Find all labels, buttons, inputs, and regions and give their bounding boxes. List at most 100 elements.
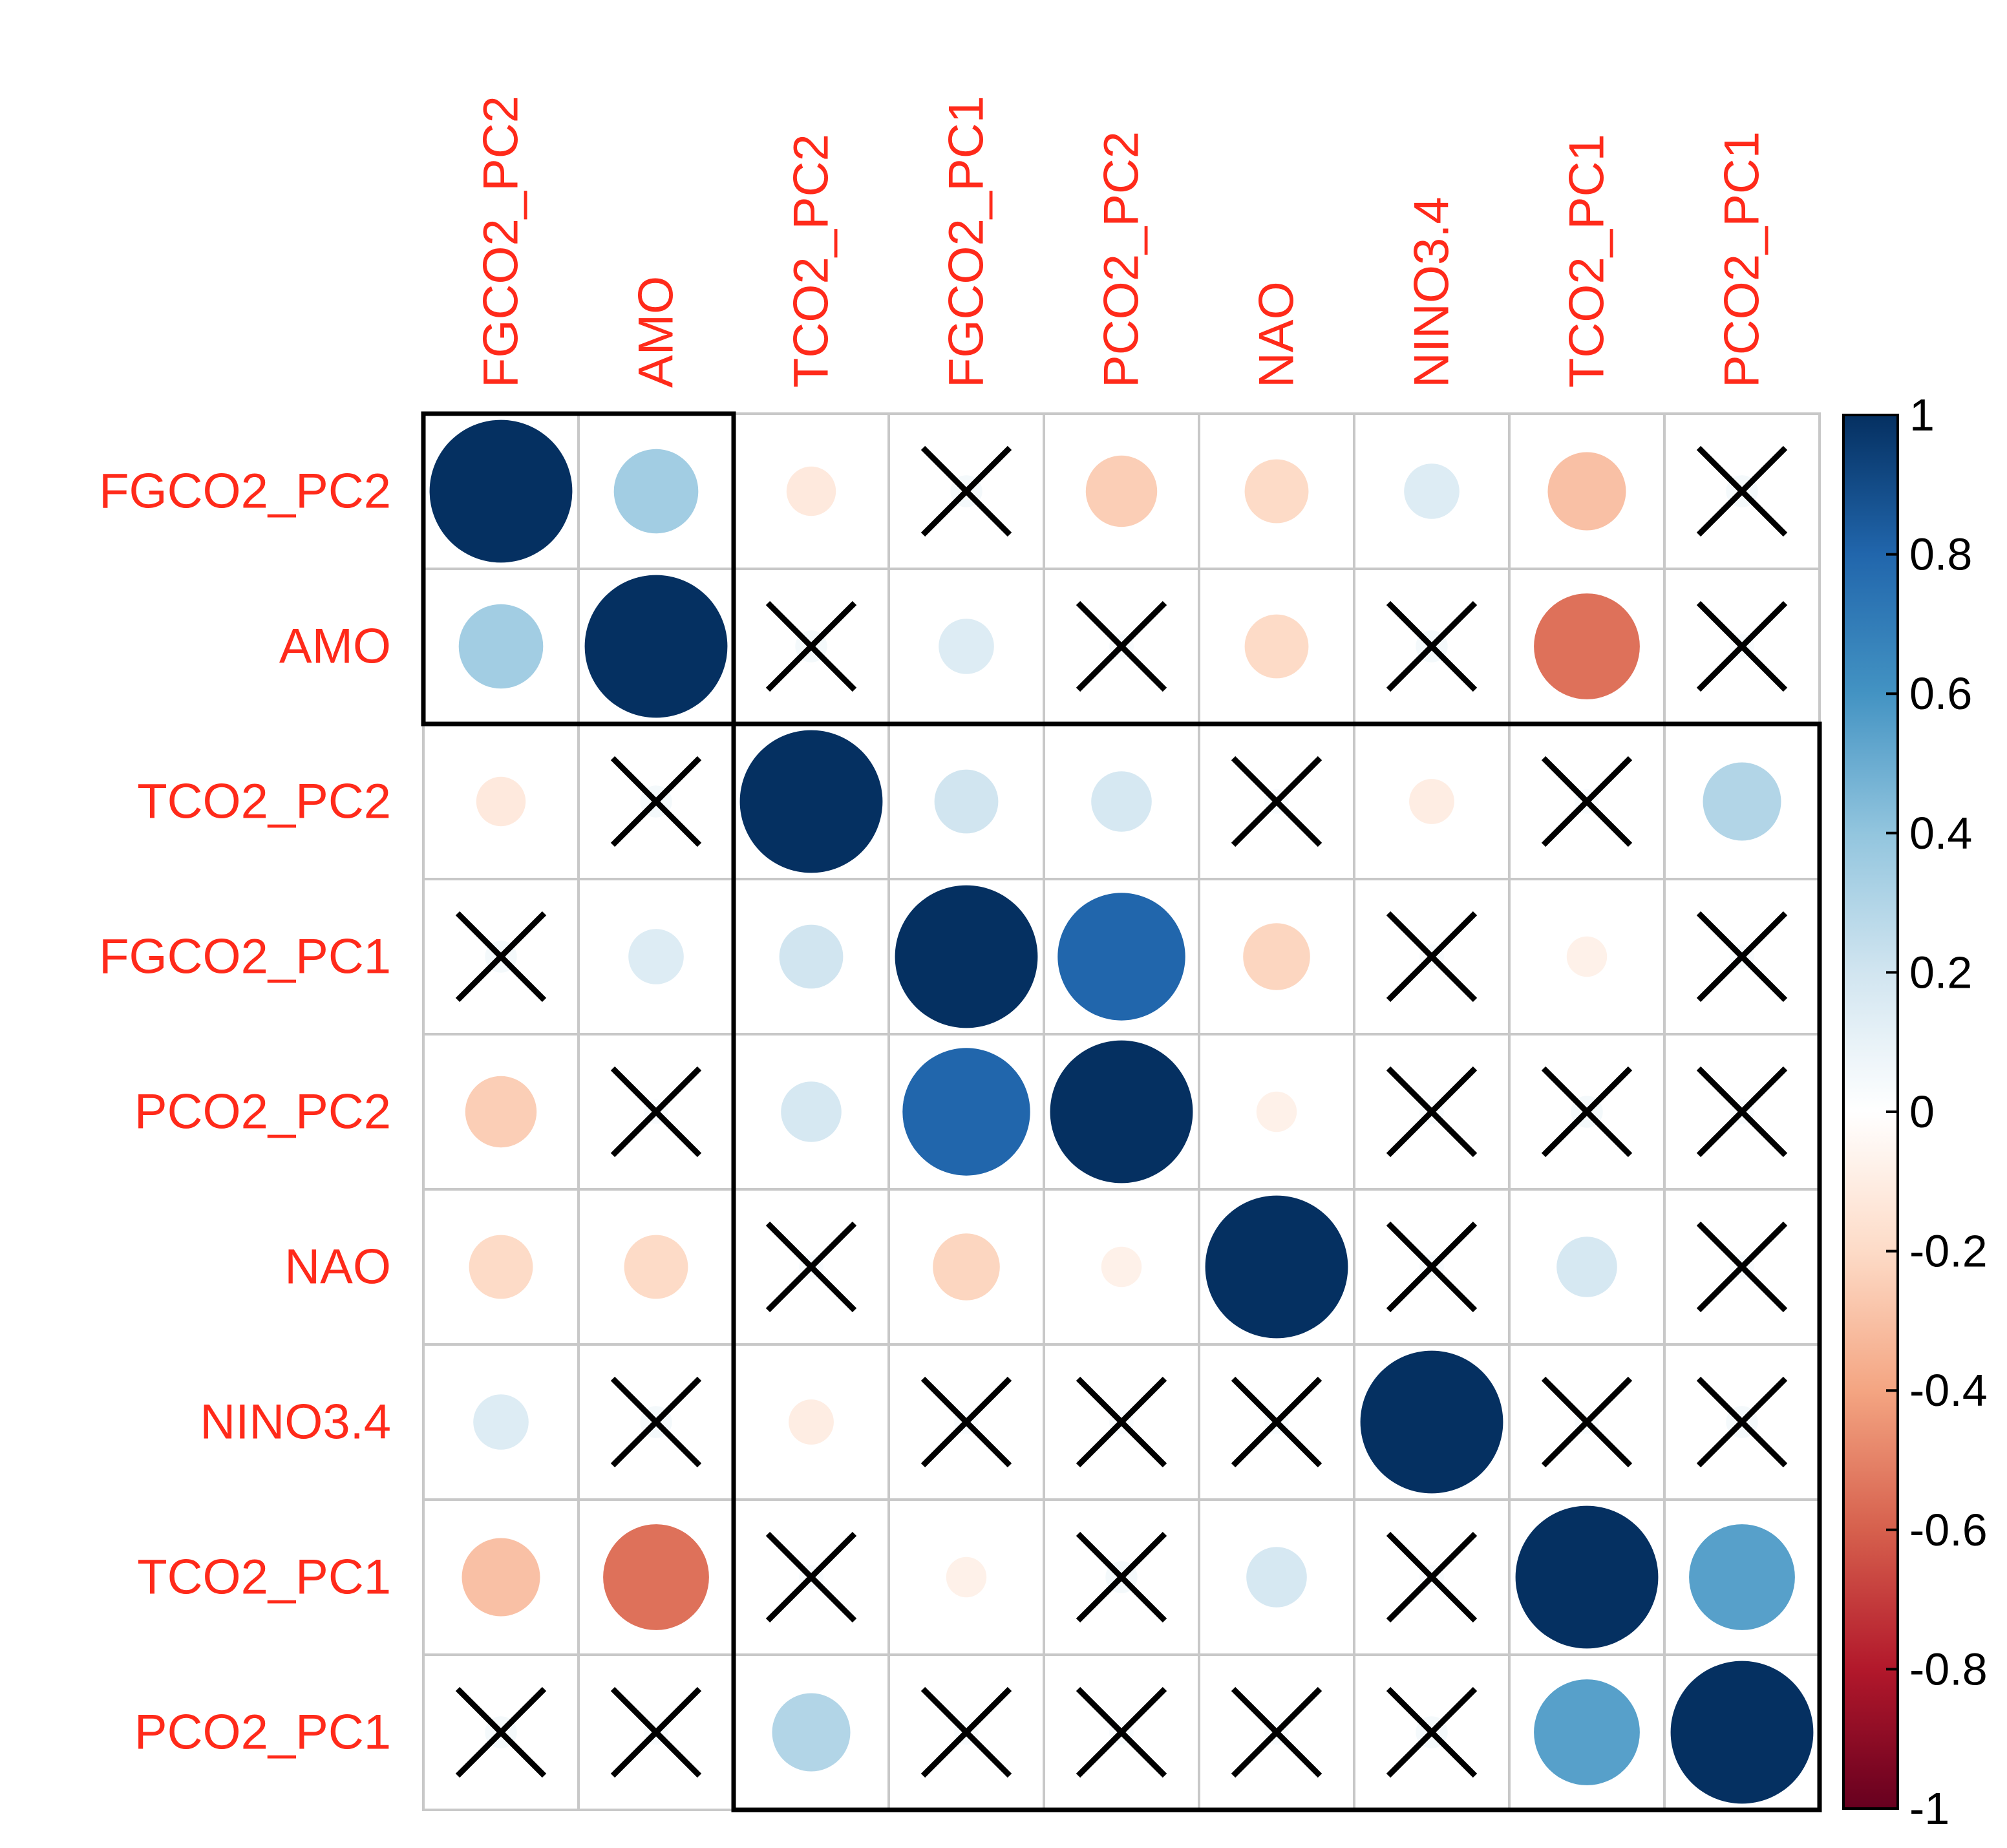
correlation-circle [584, 575, 728, 718]
correlation-circle [1566, 936, 1608, 977]
correlation-circle [1246, 1547, 1307, 1608]
insignificance-cross [1076, 1531, 1167, 1623]
colorbar-tick-label: 1 [1909, 390, 1935, 440]
row-label: FGCO2_PC1 [99, 929, 391, 984]
correlation-circle [429, 420, 573, 563]
insignificance-cross [455, 911, 547, 1003]
correlation-circle [1670, 1661, 1814, 1804]
correlation-circle [1404, 463, 1460, 519]
insignificance-cross [1386, 1066, 1478, 1158]
correlation-circle [1205, 1195, 1348, 1339]
insignificance-cross [920, 1686, 1012, 1778]
insignificance-cross [1541, 1066, 1633, 1158]
insignificance-cross [765, 1221, 857, 1313]
row-label: PCO2_PC1 [134, 1705, 391, 1760]
column-label: TCO2_PC2 [784, 134, 839, 388]
correlation-circle [946, 1556, 987, 1598]
correlation-circle [462, 1538, 540, 1617]
insignificance-cross [1696, 600, 1788, 692]
column-label: NINO3.4 [1405, 196, 1460, 388]
insignificance-cross [1076, 1686, 1167, 1778]
colorbar-tick-label: 0.4 [1909, 808, 1972, 858]
correlation-circle [781, 1081, 842, 1142]
colorbar-tick-label: -0.8 [1909, 1644, 1988, 1694]
insignificance-cross [1541, 1376, 1633, 1468]
correlation-circle [1256, 1091, 1297, 1132]
row-label: TCO2_PC2 [137, 774, 391, 829]
colorbar-tick-label: 0 [1909, 1087, 1935, 1137]
correlation-circle [458, 604, 544, 689]
row-label: TCO2_PC1 [137, 1550, 391, 1605]
insignificance-cross [1076, 1376, 1167, 1468]
correlation-circle [469, 1235, 533, 1299]
correlation-circle [1057, 893, 1185, 1021]
row-label: PCO2_PC2 [134, 1085, 391, 1140]
insignificance-cross [1231, 1686, 1322, 1778]
colorbar-tick-label: -0.6 [1909, 1505, 1988, 1555]
correlation-circle [603, 1524, 709, 1630]
correlation-circle [1091, 771, 1152, 832]
correlation-circle [1409, 779, 1454, 824]
insignificance-cross [765, 1531, 857, 1623]
column-label: NAO [1249, 281, 1304, 388]
correlation-circle [786, 466, 836, 516]
correlation-circle [1534, 1679, 1640, 1785]
correlation-circle [902, 1048, 1030, 1176]
insignificance-cross [920, 445, 1012, 537]
insignificance-cross [1541, 756, 1633, 847]
correlation-circle [789, 1399, 834, 1445]
correlation-circle [1085, 455, 1158, 527]
insignificance-cross [1386, 911, 1478, 1003]
insignificance-cross [1231, 1376, 1322, 1468]
correlation-circle [1515, 1505, 1659, 1649]
insignificance-cross [920, 1376, 1012, 1468]
insignificance-cross [1386, 1531, 1478, 1623]
correlation-circle [933, 1233, 1000, 1301]
correlation-circle [772, 1693, 851, 1772]
correlation-circle [1547, 452, 1626, 531]
correlation-circle [1101, 1246, 1142, 1288]
correlation-circle [1243, 923, 1310, 990]
correlation-circle [939, 619, 994, 674]
insignificance-cross [765, 600, 857, 692]
insignificance-cross [1386, 1221, 1478, 1313]
insignificance-cross [1696, 1376, 1788, 1468]
correlation-circle [934, 769, 999, 834]
correlation-circle [1360, 1350, 1503, 1494]
insignificance-cross [1386, 1686, 1478, 1778]
correlation-circle [624, 1235, 688, 1299]
correlation-circle [1244, 459, 1309, 524]
colorbar-tick-label: 0.8 [1909, 529, 1972, 580]
colorbar-tick-label: -1 [1909, 1783, 1949, 1834]
correlation-circle [1050, 1040, 1193, 1184]
row-label: NAO [284, 1240, 391, 1295]
cluster-layer [421, 411, 1822, 1812]
insignificance-cross [1696, 1221, 1788, 1313]
row-label: FGCO2_PC2 [99, 464, 391, 519]
insignificance-cross [610, 756, 702, 847]
insignificance-cross [1696, 1066, 1788, 1158]
cluster-box [731, 721, 1822, 1812]
colorbar-tick-label: -0.2 [1909, 1226, 1988, 1277]
correlation-circle [739, 730, 883, 873]
insignificance-cross [1231, 756, 1322, 847]
correlation-circle [476, 776, 526, 827]
correlation-circle [613, 449, 699, 534]
circle-layer [429, 420, 1814, 1804]
cluster-box [421, 411, 736, 727]
correlation-circle [1689, 1524, 1795, 1630]
correlation-circle [1244, 614, 1309, 679]
column-label: FGCO2_PC2 [474, 96, 529, 388]
column-label: AMO [629, 276, 684, 388]
insignificance-cross [610, 1686, 702, 1778]
insignificance-cross [1386, 600, 1478, 692]
row-label: AMO [279, 619, 391, 674]
column-label: TCO2_PC1 [1560, 134, 1615, 388]
insignificance-cross [1696, 911, 1788, 1003]
colorbar: 10.80.60.40.20-0.2-0.4-0.6-0.8-1 [1842, 390, 1988, 1834]
column-label: PCO2_PC2 [1094, 131, 1149, 388]
column-label: FGCO2_PC1 [939, 96, 994, 388]
